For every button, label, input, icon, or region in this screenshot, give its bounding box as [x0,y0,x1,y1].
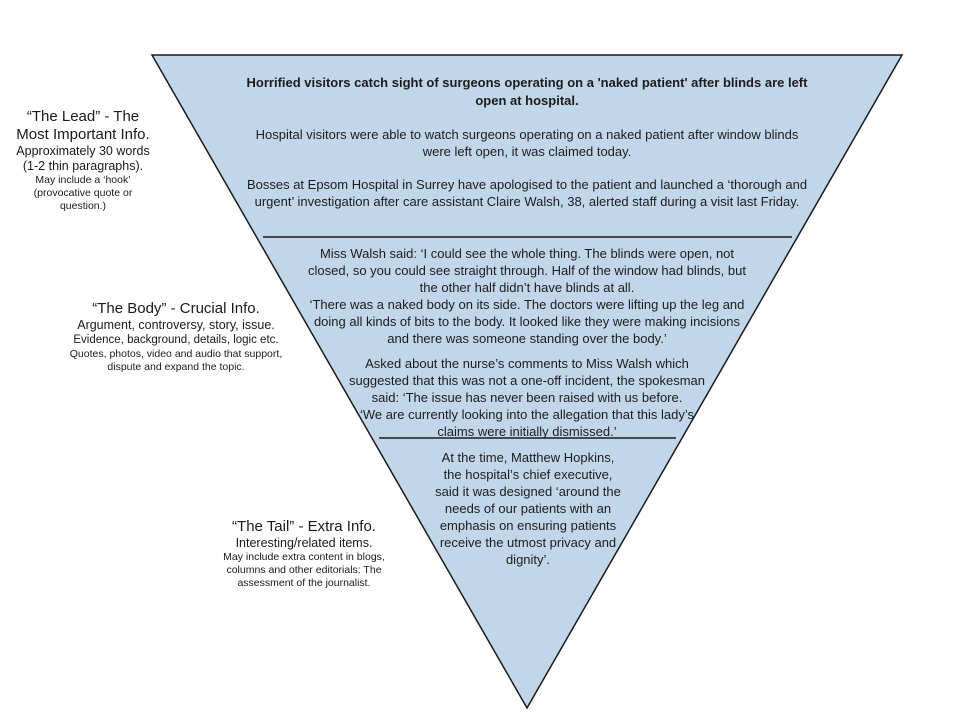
lead-label-line-5: question.) [59,200,107,212]
lead-label-title-1: “The Lead” - The [26,108,140,125]
lead-label-line-3: May include a ‘hook’ [35,174,131,186]
lead-section: Horrified visitors catch sight of surgeo… [220,74,834,210]
lead-para-2-line-1: Bosses at Epsom Hospital in Surrey have … [246,177,808,192]
body-para-1-line-1: Miss Walsh said: ‘I could see the whole … [319,246,735,261]
body-label-line-3: Quotes, photos, video and audio that sup… [69,348,283,360]
lead-label-line-4: (provocative quote or [33,187,133,199]
headline-line-1: Horrified visitors catch sight of surgeo… [246,75,808,90]
body-para-1-line-2: closed, so you could see straight throug… [308,263,746,278]
body-para-2-line-3: said: ‘The issue has never been raised w… [371,390,683,405]
tail-line-3: said it was designed ‘around the [435,484,621,499]
tail-label-line-4: assessment of the journalist. [237,577,371,589]
body-para-1-line-3: the other half didn’t have blinds at all… [419,280,635,295]
tail-label-line-3: columns and other editorials: The [226,564,382,576]
tail-label-line-1: Interesting/related items. [235,536,373,550]
headline-line-2: open at hospital. [475,93,579,108]
tail-line-7: dignity’. [505,552,551,567]
body-para-1-line-4: ‘There was a naked body on its side. The… [309,297,745,312]
tail-line-5: emphasis on ensuring patients [439,518,617,533]
tail-line-6: receive the utmost privacy and [439,535,617,550]
lead-label-line-2: (1-2 thin paragraphs). [22,159,144,173]
body-para-2-line-1: Asked about the nurse’s comments to Miss… [365,356,689,371]
lead-para-1-line-2: were left open, it was claimed today. [422,144,632,159]
body-para-2-line-5: claims were initially dismissed.’ [437,424,617,439]
body-para-1-line-6: and there was someone standing over the … [387,331,667,346]
body-label-line-4: dispute and expand the topic. [107,361,245,373]
body-label-line-2: Evidence, background, details, logic etc… [73,334,279,346]
tail-line-4: needs of our patients with an [444,501,612,516]
lead-label-line-1: Approximately 30 words [16,144,150,158]
lead-label-title-2: Most Important Info. [16,126,150,143]
tail-label-title: “The Tail” - Extra Info. [232,518,376,535]
body-para-2-line-4: ‘We are currently looking into the alleg… [359,407,695,422]
tail-label-line-2: May include extra content in blogs, [223,551,385,563]
body-label-title: “The Body” - Crucial Info. [92,300,260,317]
lead-para-2-line-2: urgent’ investigation after care assista… [254,194,800,209]
tail-line-2: the hospital’s chief executive, [443,467,613,482]
body-label-line-1: Argument, controversy, story, issue. [77,318,275,332]
body-section: Miss Walsh said: ‘I could see the whole … [280,245,774,440]
body-para-1-line-5: doing all kinds of bits to the body. It … [313,314,741,329]
tail-label: “The Tail” - Extra Info. Interesting/rel… [206,518,402,590]
lead-label: “The Lead” - The Most Important Info. Ap… [0,108,166,213]
lead-para-1-line-1: Hospital visitors were able to watch sur… [255,127,799,142]
body-para-2-line-2: suggested that this was not a one-off in… [348,373,706,388]
tail-line-1: At the time, Matthew Hopkins, [441,450,615,465]
pyramid-triangle [150,54,904,710]
tail-section: At the time, Matthew Hopkins, the hospit… [400,449,656,568]
body-label: “The Body” - Crucial Info. Argument, con… [58,300,294,374]
